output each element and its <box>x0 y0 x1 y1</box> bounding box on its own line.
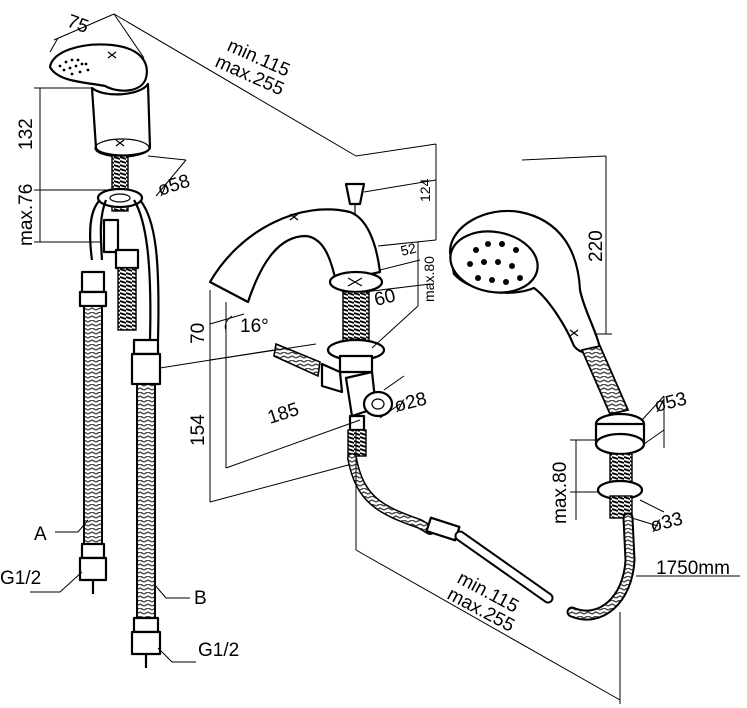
spray-dots <box>58 58 90 76</box>
dim-spout-tilt-height: 70 <box>188 323 209 344</box>
dim-mixer-height: 132 <box>16 118 37 150</box>
supply-hose-b <box>130 338 162 668</box>
spout-unit <box>159 182 394 457</box>
label-hose-a: A <box>34 524 47 545</box>
spout-dimension-lines <box>209 143 437 503</box>
dim-spout-height: 124 <box>417 178 433 202</box>
shower-dimension-lines <box>355 155 740 704</box>
dim-mixer-diameter: ø58 <box>155 171 193 201</box>
dim-spout-small: 52 <box>399 240 418 259</box>
dim-handshower-height: 220 <box>586 230 607 262</box>
shower-hose <box>347 453 636 621</box>
shower-nozzles <box>467 241 523 285</box>
dim-spout-base: 60 <box>372 285 398 310</box>
dim-spout-reach: 185 <box>265 399 302 429</box>
dim-holder-thread-diameter: ø33 <box>648 509 685 537</box>
dim-hose-length: 1750mm <box>656 558 730 579</box>
dim-spout-max-under: max.80 <box>421 256 437 302</box>
dim-holder-under-max: max.80 <box>550 462 571 524</box>
mixer-dimension-lines <box>34 13 357 243</box>
dim-valve-diameter: ø28 <box>392 389 429 417</box>
label-hose-b: B <box>194 588 207 609</box>
supply-hose-a <box>78 270 108 594</box>
dim-mixer-under-max: max.76 <box>16 184 37 246</box>
label-thread-b: G1/2 <box>198 640 239 661</box>
hand-shower-unit <box>448 209 646 519</box>
label-thread-a: G1/2 <box>0 568 41 589</box>
mixer-handle-unit <box>48 43 160 341</box>
dim-spout-angle: 16° <box>240 316 269 337</box>
dim-spout-drop: 154 <box>188 414 209 446</box>
dim-holder-diameter: ø53 <box>652 389 689 417</box>
